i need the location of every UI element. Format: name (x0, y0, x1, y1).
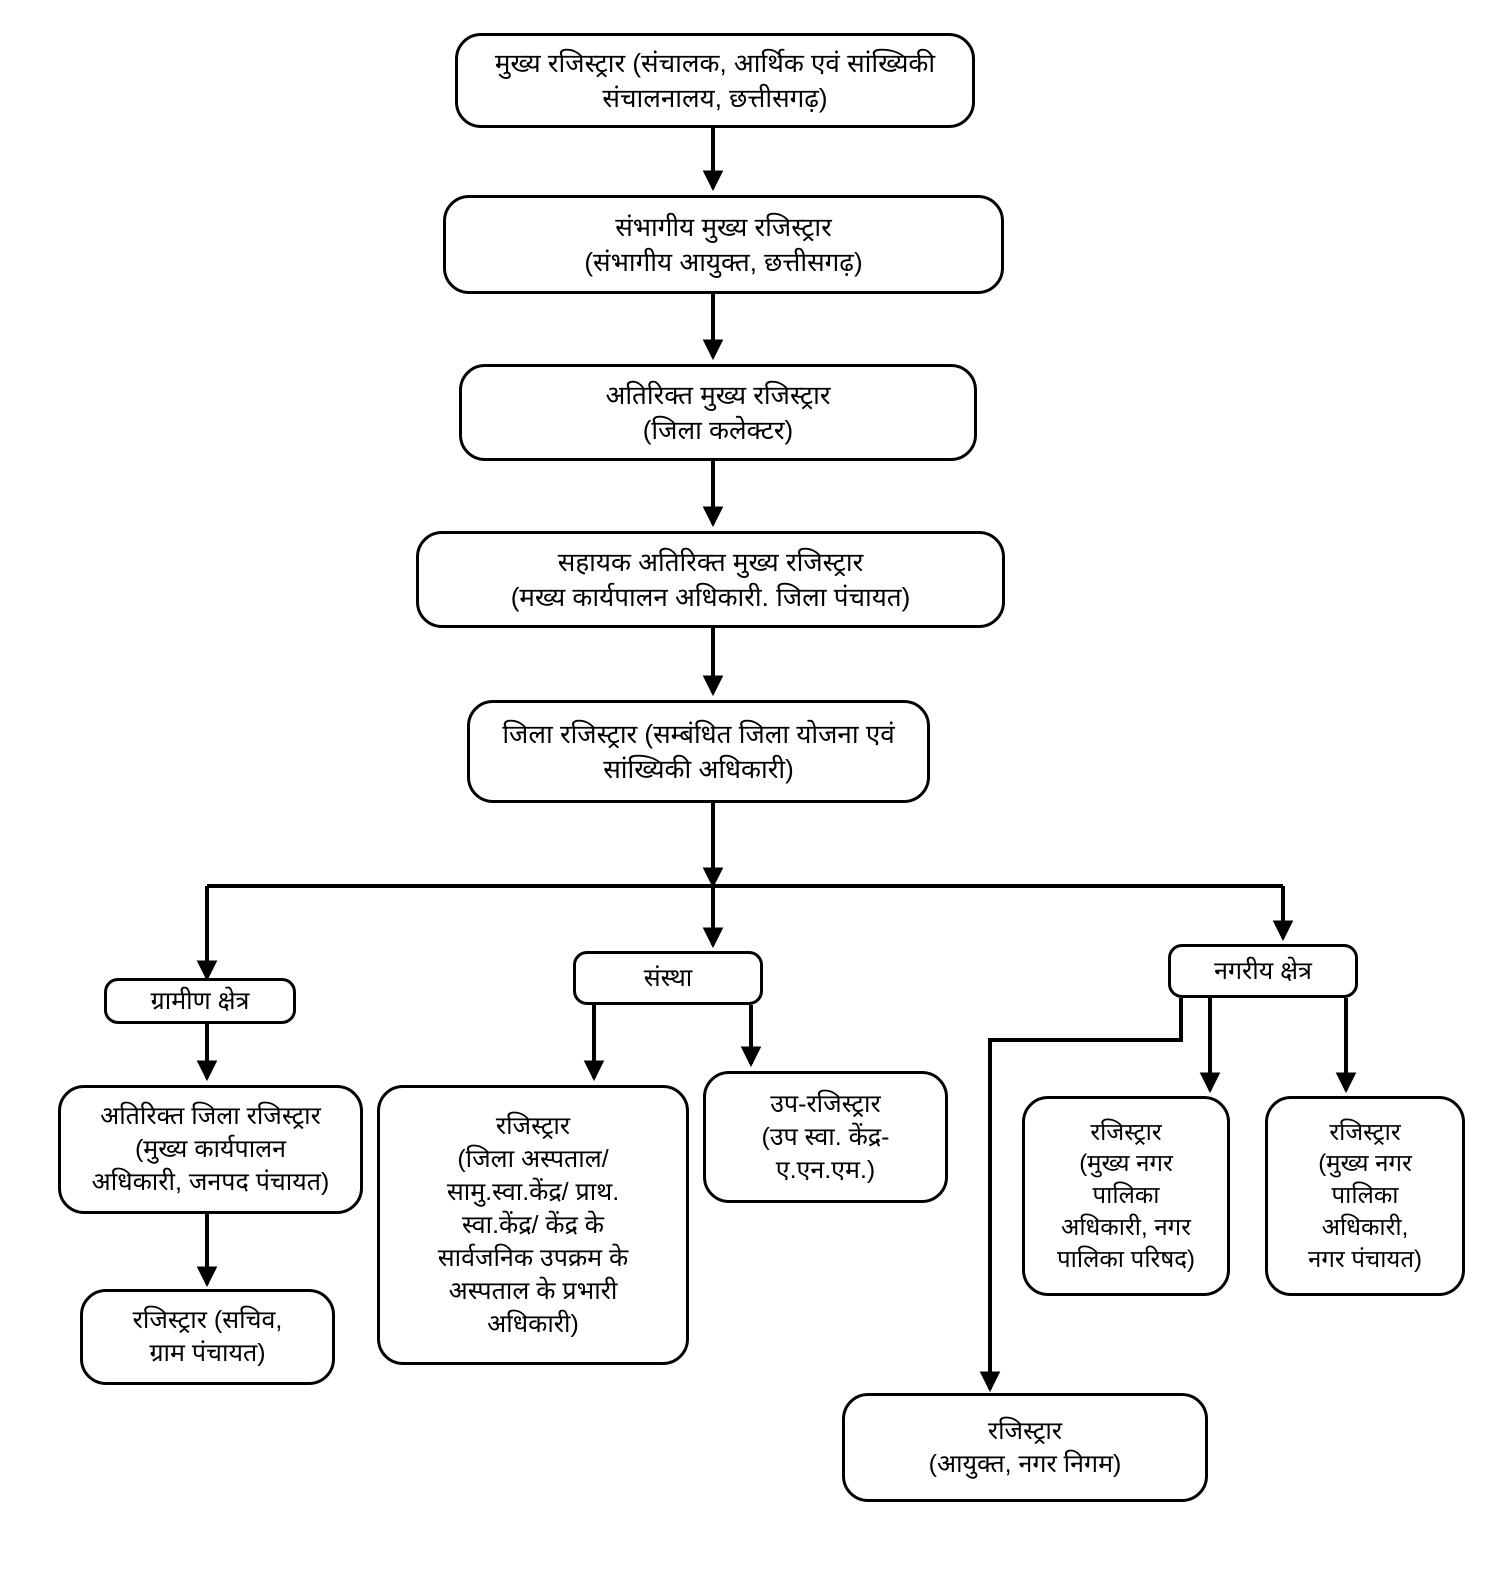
node-registrar-hospital[interactable]: रजिस्ट्रार (जिला अस्पताल/ सामु.स्वा.केंद… (377, 1085, 689, 1365)
node-sub-registrar[interactable]: उप-रजिस्ट्रार (उप स्वा. केंद्र- ए.एन.एम.… (703, 1071, 948, 1203)
node-registrar-nagar-palika-parishad[interactable]: रजिस्ट्रार (मुख्य नगर पालिका अधिकारी, नग… (1022, 1096, 1230, 1296)
node-registrar-nagar-nigam[interactable]: रजिस्ट्रार (आयुक्त, नगर निगम) (842, 1393, 1208, 1502)
node-registrar-nagar-panchayat[interactable]: रजिस्ट्रार (मुख्य नगर पालिका अधिकारी, नग… (1265, 1096, 1465, 1296)
node-registrar-gram-panchayat[interactable]: रजिस्ट्रार (सचिव, ग्राम पंचायत) (80, 1289, 335, 1385)
node-chief-registrar[interactable]: मुख्य रजिस्ट्रार (संचालक, आर्थिक एवं सां… (455, 33, 975, 128)
node-additional-chief-registrar[interactable]: अतिरिक्त मुख्य रजिस्ट्रार (जिला कलेक्टर) (459, 364, 977, 461)
node-divisional-chief-registrar[interactable]: संभागीय मुख्य रजिस्ट्रार (संभागीय आयुक्त… (443, 195, 1004, 294)
node-urban-area[interactable]: नगरीय क्षेत्र (1168, 944, 1358, 998)
node-additional-district-registrar[interactable]: अतिरिक्त जिला रजिस्ट्रार (मुख्य कार्यपाल… (58, 1085, 363, 1214)
node-institution[interactable]: संस्था (573, 951, 763, 1005)
node-rural-area[interactable]: ग्रामीण क्षेत्र (104, 978, 296, 1024)
node-district-registrar[interactable]: जिला रजिस्ट्रार (सम्बंधित जिला योजना एवं… (467, 700, 930, 803)
node-assistant-additional-chief-registrar[interactable]: सहायक अतिरिक्त मुख्य रजिस्ट्रार (मख्य का… (416, 531, 1005, 628)
